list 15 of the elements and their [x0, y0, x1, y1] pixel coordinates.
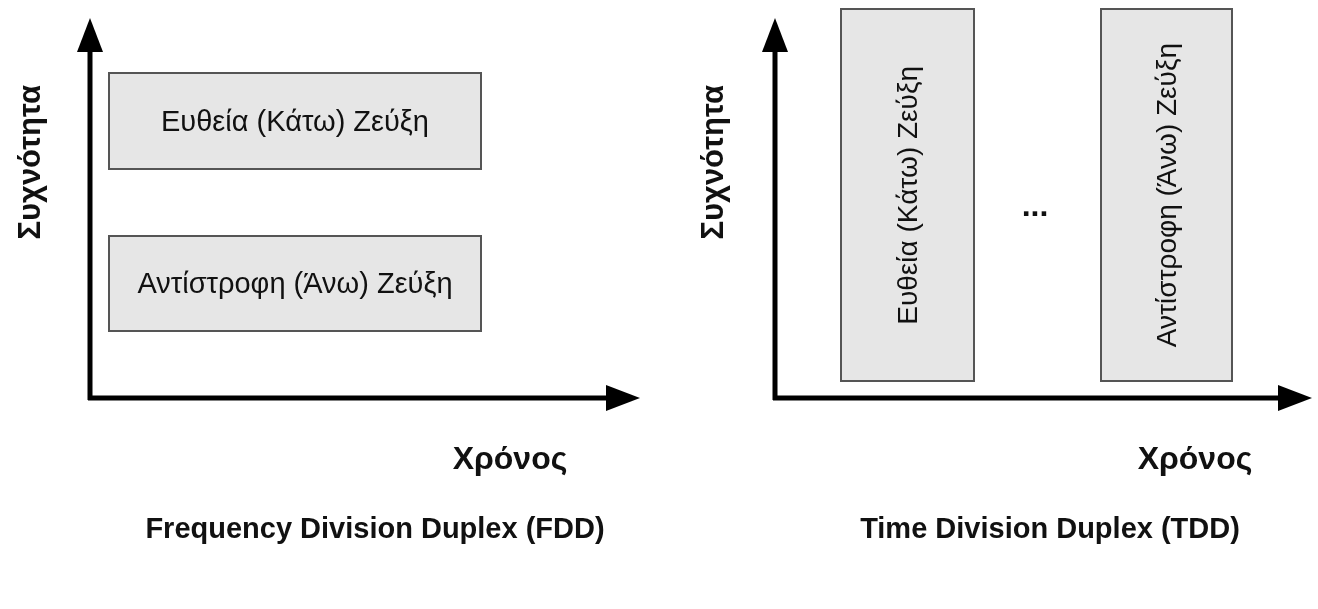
caption-text: Χρόνος	[451, 439, 569, 478]
link-band	[108, 235, 482, 332]
caption-text: ...	[1020, 186, 1050, 225]
link-band	[108, 72, 482, 170]
band-label: Ευθεία (Κάτω) Ζεύξη	[891, 65, 924, 325]
axis-label: Συχνότητα	[11, 85, 48, 240]
band-label: Αντίστροφη (Άνω) Ζεύξη	[137, 266, 453, 302]
link-band	[1100, 8, 1233, 382]
axis-label: Συχνότητα	[694, 85, 731, 240]
band-label: Ευθεία (Κάτω) Ζεύξη	[161, 103, 429, 139]
band-label: Αντίστροφη (Άνω) Ζεύξη	[1150, 42, 1183, 348]
caption-text: Χρόνος	[1136, 439, 1254, 478]
link-band	[840, 8, 975, 382]
caption-text: Frequency Division Duplex (FDD)	[144, 511, 606, 546]
caption-text: Time Division Duplex (TDD)	[859, 511, 1241, 546]
